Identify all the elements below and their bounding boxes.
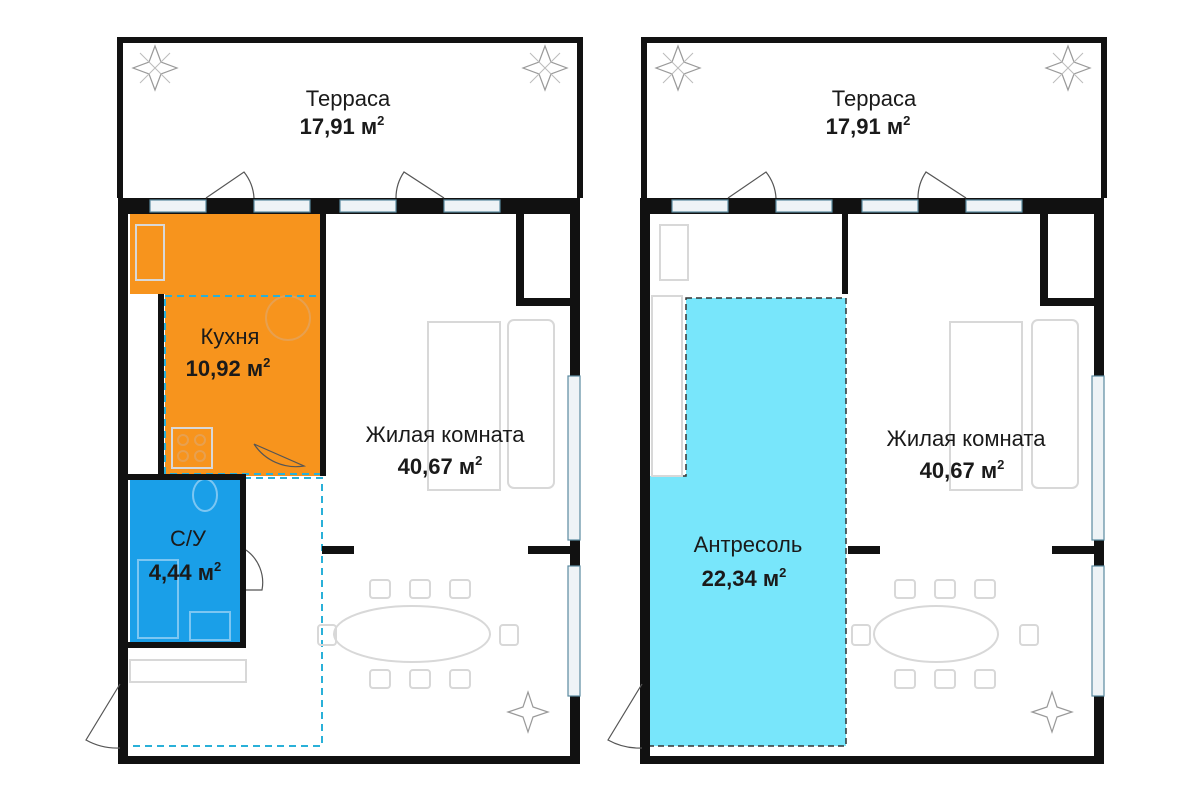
mezzanine-area-label: 22,34 м2 [702, 565, 787, 591]
window [567, 565, 581, 697]
terrace-area: 17,91 м2 [300, 113, 385, 139]
plant-icon [1030, 690, 1074, 734]
plan-right: Терраса 17,91 м2 Жилая комната 40,67 м2 … [607, 37, 1107, 764]
sofa-icon [507, 319, 555, 489]
bath-area-label: 4,44 м2 [149, 559, 221, 585]
window [1091, 565, 1105, 697]
chair-icon [409, 669, 431, 689]
bath-area [130, 478, 242, 646]
kitchen-label: Кухня [201, 324, 260, 349]
chair-icon [851, 624, 871, 646]
door-arc [205, 171, 255, 199]
closet-icon [651, 295, 683, 477]
mezzanine-label: Антресоль [694, 532, 803, 557]
door-arc [85, 683, 121, 749]
chair-icon [369, 579, 391, 599]
window [965, 199, 1023, 213]
chair-icon [894, 579, 916, 599]
plant-icon [131, 44, 179, 92]
chair-icon [317, 624, 337, 646]
sofa-icon [1031, 319, 1079, 489]
terrace-label: Терраса [306, 86, 391, 111]
chair-icon [894, 669, 916, 689]
chair-icon [974, 579, 996, 599]
sink-icon [135, 224, 165, 281]
shoe-cabinet-icon [129, 659, 247, 683]
chair-icon [449, 579, 471, 599]
living-area-label: 40,67 м2 [920, 457, 1005, 483]
stove-icon [171, 427, 213, 469]
chair-icon [449, 669, 471, 689]
door-arc [917, 171, 967, 199]
window [567, 375, 581, 541]
window [775, 199, 833, 213]
terrace-outline [117, 37, 583, 198]
door-arc [607, 683, 643, 749]
bath-label: С/У [170, 526, 207, 551]
door-arc [253, 443, 307, 468]
window [443, 199, 501, 213]
window [149, 199, 207, 213]
tv-stand-icon [949, 321, 1023, 491]
window [1091, 375, 1105, 541]
chair-icon [934, 669, 956, 689]
plant-icon [1044, 44, 1092, 92]
living-label: Жилая комната [366, 422, 526, 447]
chair-icon [974, 669, 996, 689]
window [339, 199, 397, 213]
living-label: Жилая комната [887, 426, 1047, 451]
sink-icon [659, 224, 689, 281]
terrace-area: 17,91 м2 [826, 113, 911, 139]
door-arc [395, 171, 445, 199]
chair-icon [409, 579, 431, 599]
terrace-label: Терраса [832, 86, 917, 111]
dining-table-icon [873, 605, 999, 663]
chair-icon [499, 624, 519, 646]
window [253, 199, 311, 213]
window [671, 199, 729, 213]
chair-icon [1019, 624, 1039, 646]
plan-left: Терраса 17,91 м2 Кухня 10,92 м2 Жилая ко… [85, 37, 583, 764]
kitchen-area-label: 10,92 м2 [186, 355, 271, 381]
bathtub-icon [137, 559, 179, 639]
plant-icon [521, 44, 569, 92]
plant-icon [654, 44, 702, 92]
door-arc [245, 549, 264, 591]
tv-stand-icon [427, 321, 501, 491]
dining-table-icon [333, 605, 491, 663]
washbasin-icon [189, 611, 231, 641]
terrace-outline [641, 37, 1107, 198]
plant-icon [506, 690, 550, 734]
window [861, 199, 919, 213]
living-area-label: 40,67 м2 [398, 453, 483, 479]
chair-icon [369, 669, 391, 689]
mezzanine-area [647, 297, 847, 747]
door-arc [727, 171, 777, 199]
chair-icon [934, 579, 956, 599]
